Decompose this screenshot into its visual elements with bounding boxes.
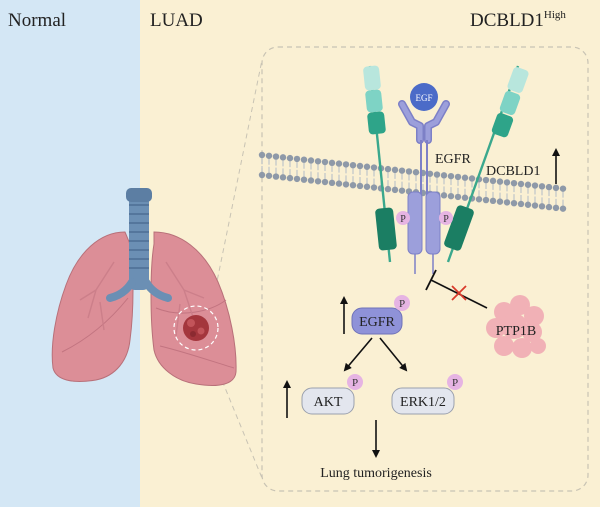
erk-node: ERK1/2 P bbox=[391, 374, 463, 415]
zoom-connector-top bbox=[211, 59, 263, 307]
akt-node: AKT P bbox=[283, 374, 363, 418]
egfr-phospho-right bbox=[439, 211, 453, 225]
luad-label: LUAD bbox=[150, 10, 203, 31]
akt-label: AKT bbox=[314, 395, 343, 410]
left-lung bbox=[51, 231, 134, 382]
trachea bbox=[106, 188, 172, 302]
dcbld1-receptor-left bbox=[363, 65, 397, 263]
arrow-egfr-to-erk bbox=[379, 337, 408, 372]
egf-ligand bbox=[410, 83, 438, 111]
membrane-dcbld1-label: DCBLD1 bbox=[486, 164, 540, 179]
egfr-phospho-left bbox=[396, 211, 410, 225]
outcome-label: Lung tumorigenesis bbox=[320, 466, 432, 481]
phospho-label: P bbox=[443, 214, 449, 225]
egfr-node-phospho bbox=[394, 295, 410, 311]
lungs-illustration bbox=[51, 188, 237, 386]
egfr-receptor-dimer: EGF P P bbox=[396, 83, 453, 274]
erk-label: ERK1/2 bbox=[400, 395, 446, 410]
arrow-egfr-to-akt bbox=[343, 337, 373, 372]
ptp1b-protein: PTP1B bbox=[486, 295, 546, 358]
tumor bbox=[173, 305, 219, 351]
phospho-label: P bbox=[399, 298, 405, 310]
phospho-label: P bbox=[400, 214, 406, 225]
normal-label: Normal bbox=[8, 10, 66, 31]
zoom-inset-box bbox=[261, 46, 589, 492]
egf-label: EGF bbox=[415, 93, 432, 103]
right-lung bbox=[150, 231, 237, 386]
membrane-egfr-label: EGFR bbox=[435, 152, 471, 167]
phospho-label: P bbox=[352, 377, 358, 389]
egfr-node-label: EGFR bbox=[359, 315, 395, 330]
ptp1b-label: PTP1B bbox=[496, 324, 536, 339]
dcbld1-high-label: DCBLD1High bbox=[470, 9, 566, 31]
phospho-label: P bbox=[452, 377, 458, 389]
egfr-node: EGFR P bbox=[340, 295, 410, 335]
akt-phospho bbox=[347, 374, 363, 390]
erk-phospho bbox=[447, 374, 463, 390]
dcbld1-receptor-right bbox=[444, 65, 529, 263]
ptp1b-inhibition bbox=[425, 269, 488, 309]
